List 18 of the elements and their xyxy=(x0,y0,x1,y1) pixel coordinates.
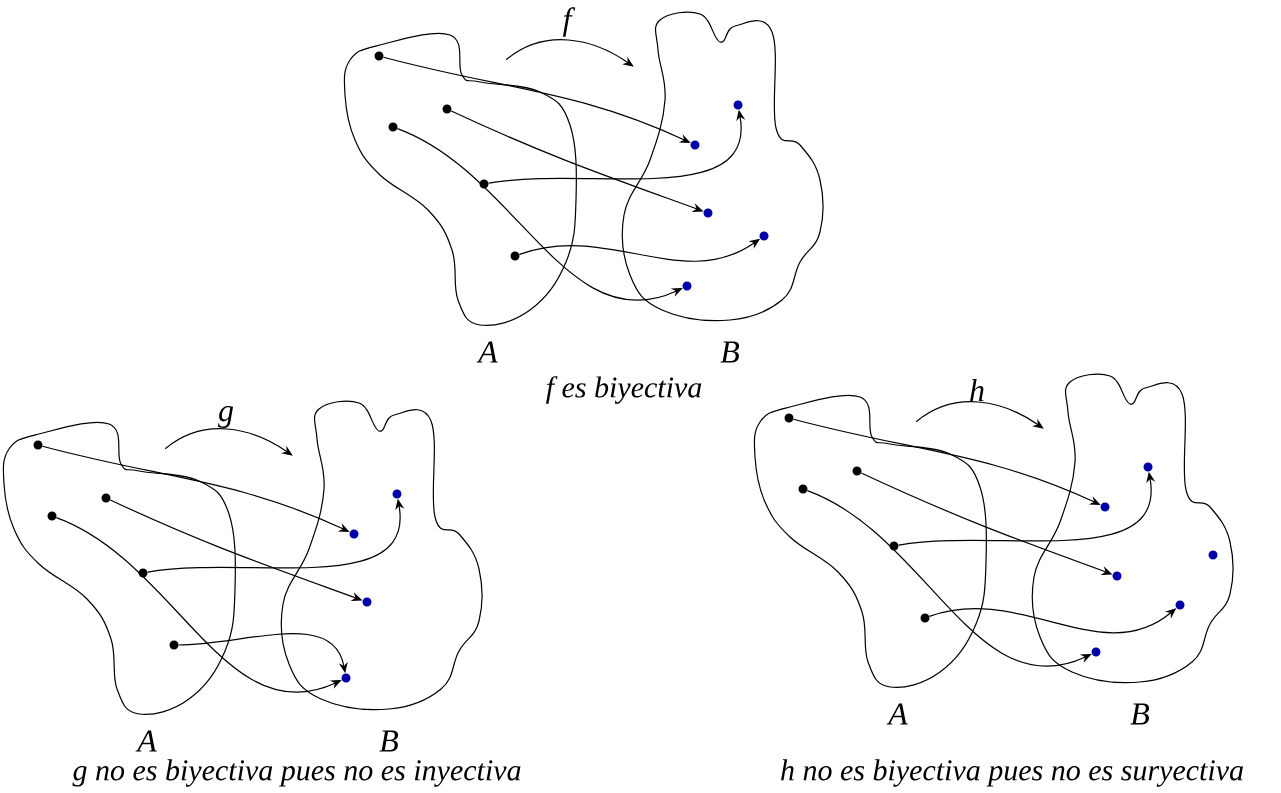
set-outline: B xyxy=(280,400,483,752)
edge-label: f xyxy=(562,7,576,37)
mapping-arrow xyxy=(164,428,293,456)
edge-label: g xyxy=(218,406,234,428)
mapping-arrow xyxy=(505,39,634,67)
node-label: B xyxy=(379,730,399,752)
caption: f es biyectiva xyxy=(546,376,702,404)
caption: g no es biyectiva pues no es inyectiva xyxy=(72,759,521,787)
mapping-arrow xyxy=(915,401,1044,429)
edge-label: h xyxy=(970,378,984,402)
node-label: B xyxy=(720,341,740,363)
node-label: A xyxy=(135,730,157,752)
node-label: A xyxy=(476,341,498,363)
node-label: A xyxy=(886,703,908,725)
set-outline: B xyxy=(621,11,824,363)
set-outline: B xyxy=(1031,373,1234,725)
caption: h no es biyectiva pues no es suryectiva xyxy=(781,759,1243,787)
node-label: B xyxy=(1130,703,1150,725)
